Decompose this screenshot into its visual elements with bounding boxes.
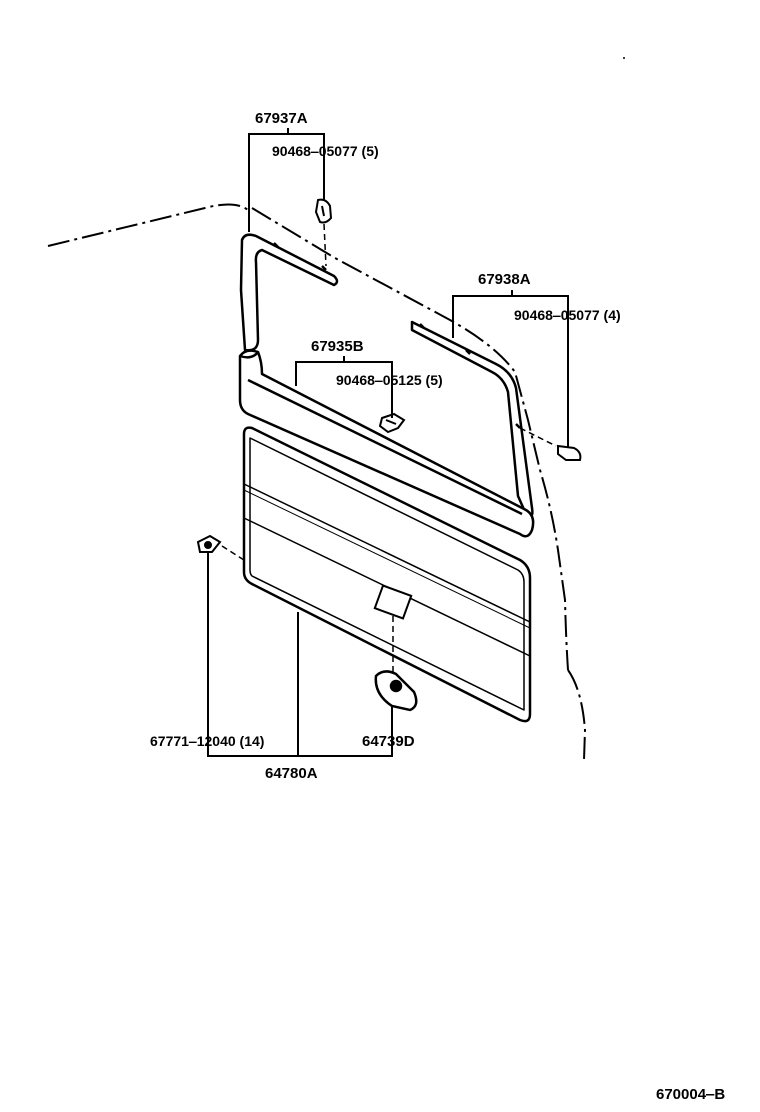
clip-guide-upper xyxy=(323,223,327,267)
label-90468-05077-4: 90468‒05077 (4) xyxy=(514,307,621,323)
label-64780a: 64780A xyxy=(265,765,318,782)
clip-90468-05077-right xyxy=(557,444,582,461)
left-pillar-garnish xyxy=(239,233,339,352)
drawing-number: 670004‒B xyxy=(656,1086,725,1103)
clip-90468-05077-upper xyxy=(314,198,333,224)
label-64739d: 64739D xyxy=(362,733,415,750)
hole-cover xyxy=(374,670,418,712)
speck-mark xyxy=(623,57,625,59)
label-67935b: 67935B xyxy=(311,338,364,355)
label-90468-05125-5: 90468‒05125 (5) xyxy=(336,372,443,388)
clip-guide-left xyxy=(221,545,245,561)
clip-guide-right xyxy=(519,427,557,447)
label-67771-12040: 67771‒12040 (14) xyxy=(150,733,264,749)
trim-board-patch xyxy=(373,584,413,620)
label-67937a: 67937A xyxy=(255,110,308,127)
clip-67771-12040 xyxy=(196,534,222,553)
label-90468-05077-5: 90468‒05077 (5) xyxy=(272,143,379,159)
vehicle-body-outline xyxy=(47,203,587,761)
clip-90468-05125 xyxy=(378,412,406,434)
label-67938a: 67938A xyxy=(478,271,531,288)
leader-lines xyxy=(207,128,569,757)
upper-back-door-garnish xyxy=(238,349,535,538)
